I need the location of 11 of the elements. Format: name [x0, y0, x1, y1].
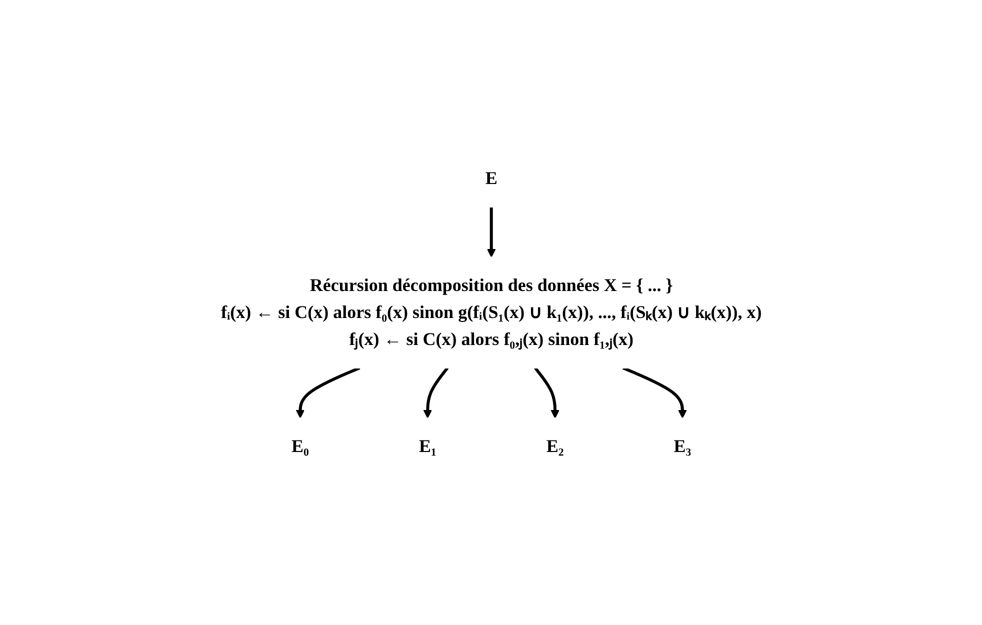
arrow [622, 366, 686, 418]
arrow [295, 366, 360, 418]
arrow [486, 207, 496, 258]
arrow [534, 367, 560, 418]
node-text: Récursion décomposition des données X = { ... } fᵢ(x) ← si C(x) alors f₀(x) sinon g(fᵢ(S₁(x) ∪ k₁(x)), ..., fᵢ(Sₖ(x) ∪ kₖ(x)), x) fⱼ(x) ← si C(x) alors f₀,ⱼ(x) sinon f₁,ⱼ(x) [220, 275, 762, 349]
node-text: E₀ [291, 436, 309, 456]
node-text: E [484, 168, 497, 188]
node-text: E₁ [418, 436, 436, 456]
node-text: E₂ [546, 436, 564, 456]
node-text: E₃ [673, 436, 691, 456]
arrow [422, 367, 448, 418]
